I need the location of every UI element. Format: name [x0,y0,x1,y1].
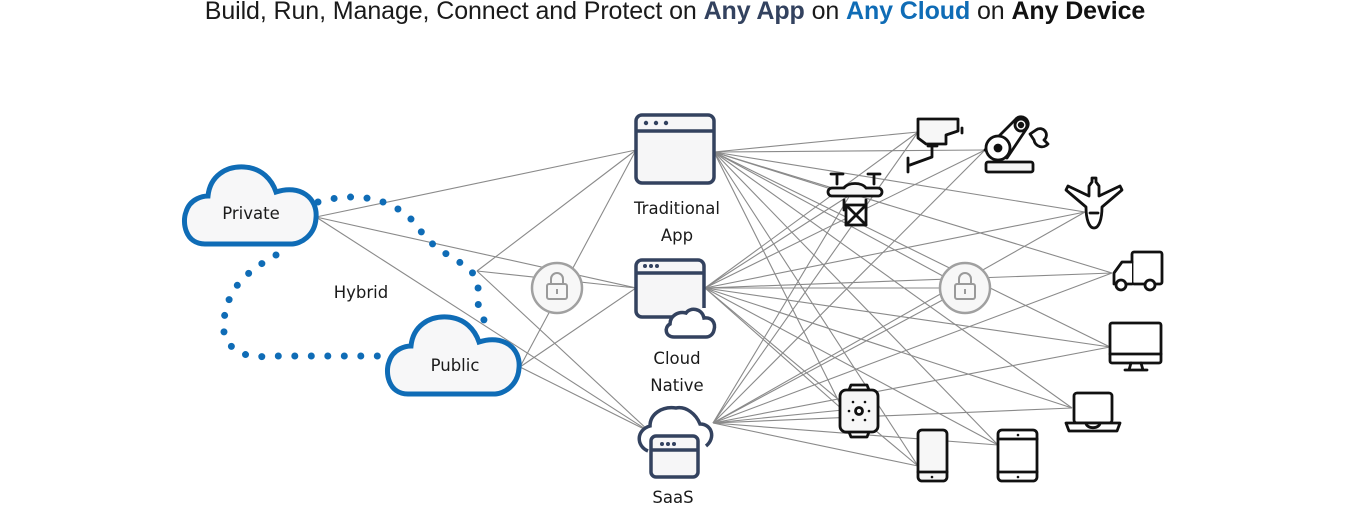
app-cloud-native-label-2: Native [650,376,703,395]
app-traditional-label-1: Traditional [633,199,720,218]
app-device-link [712,272,1113,424]
lock-icon [546,272,568,300]
device-tablet[interactable] [996,428,1039,483]
device-drone[interactable] [826,172,884,227]
app-device-link [712,287,966,424]
app-device-link [712,409,844,424]
robot-arm-icon [983,115,1050,174]
private-cloud[interactable]: Private [181,164,319,247]
hybrid-dotted-link [220,193,488,361]
device-camera[interactable] [906,117,964,174]
headline-mid1: on [804,0,847,25]
cloud-app-link [315,216,637,289]
cloud-browser-icon [637,405,714,479]
app-device-link [704,211,1086,289]
app-device-link [704,287,844,411]
app-device-link [713,151,844,411]
device-phone[interactable] [916,428,949,483]
lock-icon [954,272,976,300]
truck-icon [1112,250,1164,292]
browser-window-icon [634,113,716,185]
public-cloud-label: Public [431,356,480,375]
app-device-link [704,194,851,289]
cloud-app-link [315,149,637,218]
app-device-link [713,149,986,153]
device-robot-arm[interactable] [983,115,1050,174]
headline-any-cloud: Any Cloud [846,0,971,25]
cloud-app-link [519,149,637,368]
monitor-icon [1108,321,1163,372]
app-device-link [713,151,1086,213]
delivery-drone-icon [826,172,884,227]
cloud-app-lock [530,261,584,315]
app-device-link [713,151,1111,348]
app-device-link [712,346,1111,424]
smartwatch-icon [838,383,880,439]
headline-prefix: Build, Run, Manage, Connect and Protect … [204,0,704,25]
app-device-link [712,149,986,424]
headline-mid2: on [970,0,1012,25]
private-cloud-label: Private [222,204,280,223]
cloud-app-link [476,270,651,433]
security-camera-icon [906,117,964,174]
device-airplane[interactable] [1064,176,1124,230]
smartphone-icon [916,428,949,483]
headline-any-device: Any Device [1011,0,1146,25]
device-laptop[interactable] [1064,391,1122,433]
app-device-link [712,194,851,424]
private-cloud-icon [181,164,319,247]
device-smartwatch[interactable] [838,383,880,439]
app-saas-label: SaaS [652,488,693,505]
app-device-link [704,287,1111,348]
app-device-link [704,287,1073,409]
app-device-link [713,151,966,289]
app-device-link [712,211,1086,424]
app-device-link [713,151,919,467]
device-truck[interactable] [1112,250,1164,292]
cloud-app-link [476,149,637,272]
public-cloud-icon [384,314,522,397]
public-cloud[interactable]: Public [384,314,522,397]
app-device-link [712,407,1073,424]
airplane-icon [1064,176,1124,230]
app-traditional-label-2: App [661,226,693,245]
connection-lines [315,131,1113,467]
headline-any-app: Any App [703,0,805,25]
app-traditional[interactable]: Traditional App [633,113,720,245]
app-device-link [713,151,1113,274]
cloud-app-link [315,216,651,433]
hybrid-label: Hybrid [334,283,389,302]
app-saas[interactable]: SaaS [637,405,714,505]
app-cloud-native-label-1: Cloud [653,349,700,368]
cloud-app-link [519,366,651,433]
app-device-link [704,272,1113,289]
app-device-link [712,422,919,467]
app-device-link [713,151,1073,409]
app-device-lock [938,261,992,315]
app-device-link [704,287,999,446]
app-device-link [713,131,919,153]
app-device-link [704,131,919,289]
device-monitor[interactable] [1108,321,1163,372]
headline: Build, Run, Manage, Connect and Protect … [0,0,1350,26]
cloud-app-link [519,287,637,368]
browser-cloud-icon [634,258,717,339]
tablet-icon [996,428,1039,483]
laptop-icon [1064,391,1122,433]
app-device-link [712,131,919,424]
app-cloud-native[interactable]: Cloud Native [634,258,717,395]
app-device-link [713,151,999,446]
